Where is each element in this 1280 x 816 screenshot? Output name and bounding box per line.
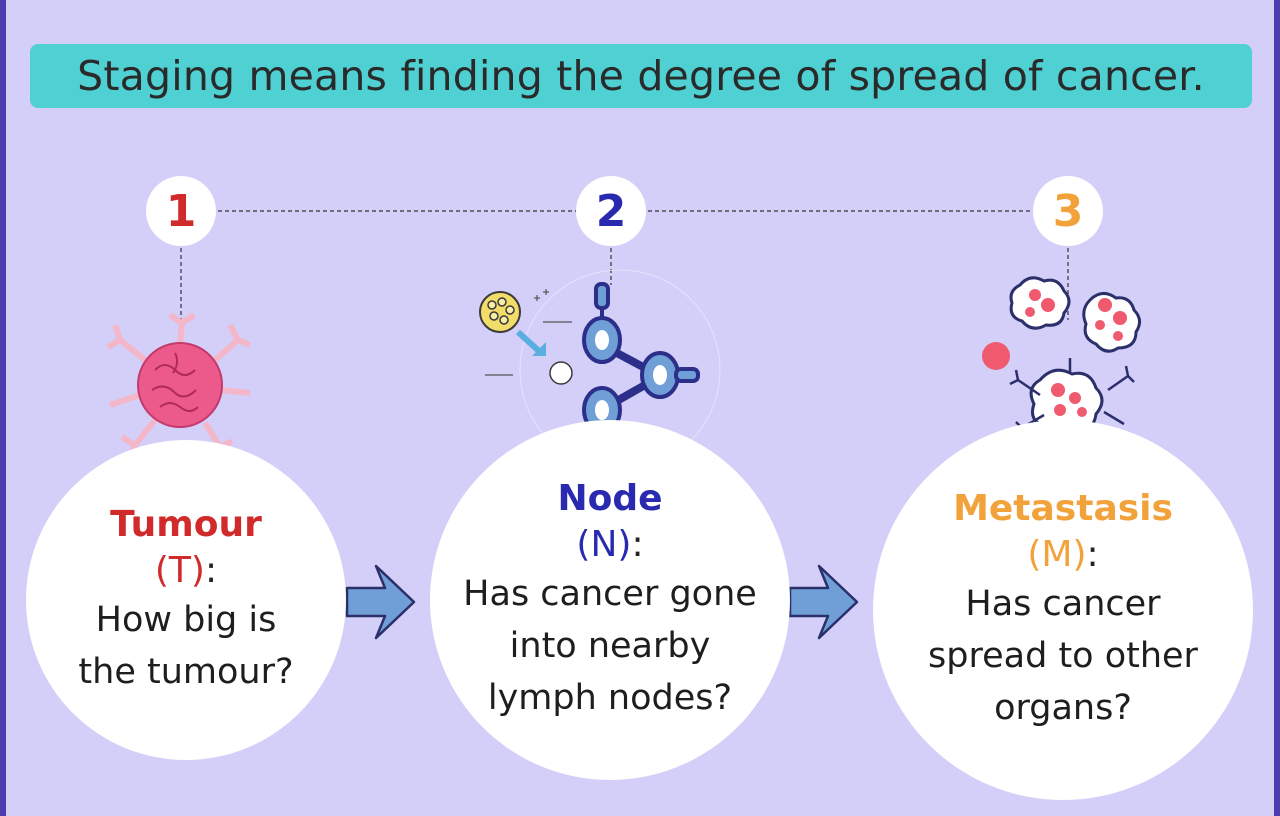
step-metastasis-circle: Metastasis (M): Has cancer spread to oth… bbox=[873, 420, 1253, 800]
step-question: Has cancer gone into nearby lymph nodes? bbox=[463, 574, 757, 718]
step-code: (N): bbox=[576, 524, 644, 565]
step-number-badge: 2 bbox=[576, 176, 646, 246]
step-title: Node bbox=[557, 478, 663, 519]
step-number-badge: 1 bbox=[146, 176, 216, 246]
staging-banner: Staging means finding the degree of spre… bbox=[30, 44, 1252, 108]
step-code: (M): bbox=[1027, 534, 1099, 575]
step-title: Tumour bbox=[110, 504, 262, 545]
tumour-cell-icon bbox=[106, 312, 252, 462]
step-node-circle: Node (N): Has cancer gone into nearby ly… bbox=[430, 420, 790, 780]
step-title: Metastasis bbox=[953, 488, 1173, 529]
arrow-icon bbox=[788, 564, 859, 640]
step-question: How big is the tumour? bbox=[78, 600, 294, 692]
step-question: Has cancer spread to other organs? bbox=[928, 584, 1198, 728]
step-number-badge: 3 bbox=[1033, 176, 1103, 246]
step-code: (T): bbox=[154, 550, 218, 591]
step-tumour-circle: Tumour (T): How big is the tumour? bbox=[26, 440, 346, 760]
arrow-icon bbox=[345, 564, 416, 640]
